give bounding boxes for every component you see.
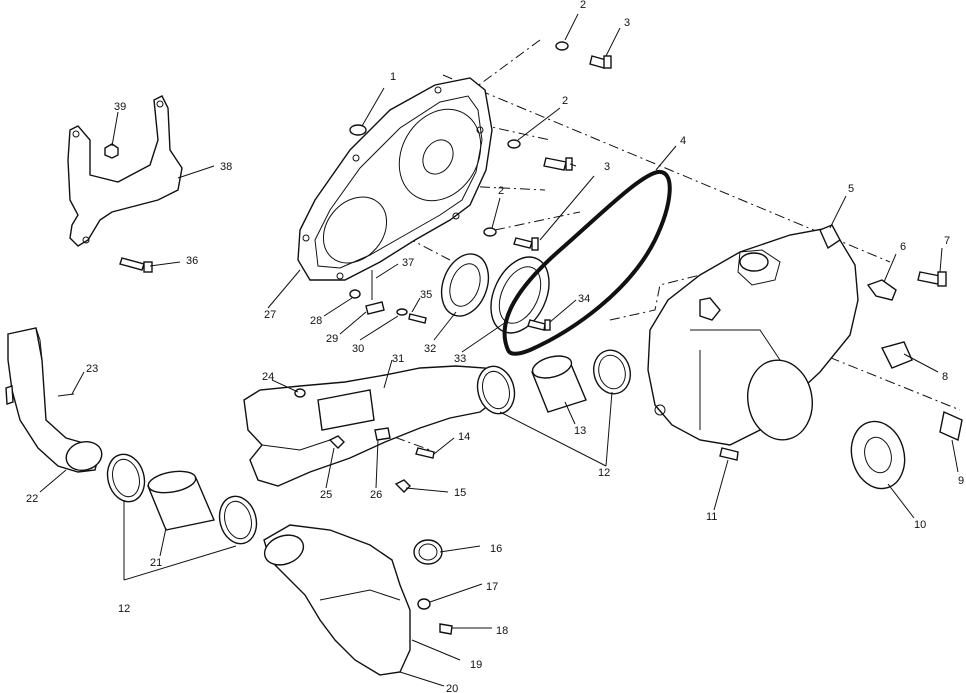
duct-washer bbox=[294, 388, 306, 398]
mounting-bracket bbox=[67, 95, 183, 247]
cover-bolt bbox=[917, 271, 947, 287]
callout-5: 5 bbox=[848, 183, 854, 195]
callout-7: 7 bbox=[944, 235, 950, 247]
duct-nut bbox=[328, 435, 345, 449]
outer-clutch-cover bbox=[647, 224, 859, 446]
callout-18: 18 bbox=[496, 625, 508, 637]
small-washer-28 bbox=[349, 289, 361, 299]
callout-20: 20 bbox=[446, 683, 458, 693]
air-box-screw bbox=[439, 623, 453, 635]
callout-33: 33 bbox=[454, 353, 466, 365]
callout-1: 1 bbox=[390, 71, 396, 83]
callout-39: 39 bbox=[114, 101, 126, 113]
callout-6: 6 bbox=[900, 241, 906, 253]
cover-screw bbox=[719, 447, 739, 461]
callout-10: 10 bbox=[914, 519, 926, 531]
lower-coupler bbox=[147, 470, 215, 531]
lower-air-box bbox=[263, 524, 411, 676]
callout-16: 16 bbox=[490, 543, 502, 555]
washer-1 bbox=[349, 124, 367, 136]
callout-3a: 3 bbox=[624, 17, 630, 29]
callout-labels: 1 2 2 2 3 3 4 5 6 7 8 9 10 11 12 12 13 1… bbox=[26, 0, 964, 693]
air-box-clamp bbox=[413, 539, 443, 565]
callout-29: 29 bbox=[326, 333, 338, 345]
clip-29 bbox=[365, 301, 385, 315]
screw-35 bbox=[408, 313, 427, 324]
callout-17: 17 bbox=[486, 581, 498, 593]
plate-screw bbox=[527, 319, 551, 331]
bolt-top bbox=[589, 55, 612, 69]
callout-12a: 12 bbox=[598, 467, 610, 479]
washer-30 bbox=[396, 308, 408, 316]
callout-27: 27 bbox=[264, 309, 276, 321]
callout-3b: 3 bbox=[604, 161, 610, 173]
callout-25: 25 bbox=[320, 489, 332, 501]
gasket-ring bbox=[850, 420, 906, 490]
callout-4: 4 bbox=[680, 135, 686, 147]
callout-19: 19 bbox=[470, 659, 482, 671]
callout-2c: 2 bbox=[498, 185, 504, 197]
callout-38: 38 bbox=[220, 161, 232, 173]
cover-clip bbox=[866, 279, 897, 301]
callout-36: 36 bbox=[186, 255, 198, 267]
leader-lines bbox=[39, 13, 959, 687]
duct-screw bbox=[394, 479, 411, 493]
callout-30: 30 bbox=[352, 343, 364, 355]
decal-8 bbox=[880, 341, 913, 369]
washer-middle bbox=[507, 139, 521, 149]
hose-clamp-lower-left bbox=[106, 453, 146, 503]
bolt-lower bbox=[513, 237, 539, 251]
decal-9 bbox=[939, 411, 963, 441]
duct-coupler bbox=[531, 355, 587, 413]
callout-2b: 2 bbox=[562, 95, 568, 107]
callout-32: 32 bbox=[424, 343, 436, 355]
callout-31: 31 bbox=[392, 353, 404, 365]
washer-top bbox=[555, 41, 569, 51]
callout-26: 26 bbox=[370, 489, 382, 501]
intake-screw bbox=[57, 393, 75, 397]
callout-14: 14 bbox=[458, 431, 470, 443]
bolt-middle bbox=[543, 157, 573, 171]
callout-13: 13 bbox=[574, 425, 586, 437]
duct-clip bbox=[374, 427, 391, 441]
air-box-washer bbox=[417, 598, 431, 610]
duct-bolt bbox=[415, 447, 435, 459]
bracket-bolt bbox=[119, 257, 153, 273]
callout-21: 21 bbox=[150, 557, 162, 569]
washer-lower bbox=[483, 227, 497, 237]
callout-11: 11 bbox=[706, 511, 717, 523]
callout-8: 8 bbox=[942, 371, 948, 383]
callout-37: 37 bbox=[402, 257, 414, 269]
shaft-seal bbox=[440, 253, 490, 317]
callout-9: 9 bbox=[958, 475, 964, 487]
drive-belt bbox=[502, 170, 672, 356]
callout-28: 28 bbox=[310, 315, 322, 327]
callout-22: 22 bbox=[26, 493, 38, 505]
hose-clamp-upper-right bbox=[593, 349, 631, 395]
callout-15: 15 bbox=[454, 487, 466, 499]
callout-35: 35 bbox=[420, 289, 432, 301]
intake-pipe bbox=[5, 327, 103, 473]
hose-clamp-lower-right bbox=[218, 495, 258, 545]
upper-air-duct bbox=[243, 365, 501, 487]
callout-24: 24 bbox=[262, 371, 274, 383]
callout-2a: 2 bbox=[580, 0, 586, 11]
nut bbox=[104, 143, 119, 159]
callout-34: 34 bbox=[578, 293, 590, 305]
callout-23: 23 bbox=[86, 363, 98, 375]
inner-clutch-cover bbox=[297, 77, 493, 281]
callout-12b: 12 bbox=[118, 603, 130, 615]
